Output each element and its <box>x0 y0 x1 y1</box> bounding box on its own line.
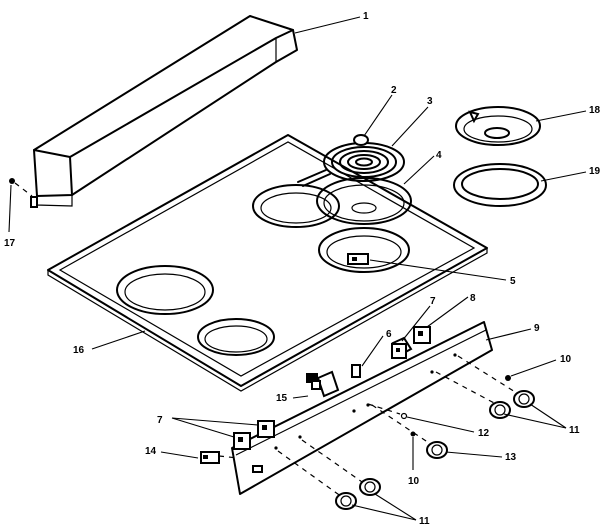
trim-ring <box>453 163 587 207</box>
infinite-switch-upper <box>391 305 431 359</box>
callout-10-lower: 10 <box>408 476 420 487</box>
callout-13: 13 <box>445 451 517 463</box>
svg-text:11: 11 <box>419 516 430 527</box>
callout-19: 19 <box>589 166 601 177</box>
callout-15: 15 <box>276 393 288 404</box>
drip-pan-small <box>455 106 587 146</box>
backguard <box>30 15 298 208</box>
callout-8: 8 <box>470 293 476 304</box>
callout-6: 6 <box>386 329 392 340</box>
surface-element-coil <box>297 134 405 187</box>
svg-text:9: 9 <box>534 323 540 334</box>
svg-text:3: 3 <box>427 96 433 107</box>
screw <box>8 178 33 233</box>
callout-9: 9 <box>485 323 540 341</box>
svg-text:2: 2 <box>391 85 397 96</box>
callout-16: 16 <box>73 330 146 356</box>
callout-14: 14 <box>145 446 157 457</box>
callout-17: 17 <box>4 238 16 249</box>
callout-4: 4 <box>403 150 442 185</box>
callout-7-upper: 7 <box>430 296 436 307</box>
svg-text:1: 1 <box>363 11 369 22</box>
callout-12: 12 <box>478 428 490 439</box>
callout-1: 1 <box>294 11 369 34</box>
callout-3: 3 <box>391 96 433 147</box>
callout-2: 2 <box>363 85 397 137</box>
small-screw <box>367 403 475 433</box>
svg-text:13: 13 <box>505 452 517 463</box>
receptacle <box>347 253 507 281</box>
callout-18: 18 <box>589 105 601 116</box>
main-top <box>47 134 488 392</box>
indicator-light <box>351 335 384 378</box>
switch-left <box>292 370 340 399</box>
infinite-switch-lower <box>171 417 275 450</box>
callout-7-lower: 7 <box>157 415 163 426</box>
clip <box>160 451 239 464</box>
callout-5: 5 <box>510 276 516 287</box>
control-panel <box>231 321 493 495</box>
drip-pan <box>316 177 412 225</box>
callout-11-lower: 11 <box>351 493 430 527</box>
callout-11-upper: 11 <box>503 403 580 436</box>
svg-text:16: 16 <box>73 345 85 356</box>
switch <box>413 296 469 344</box>
svg-text:11: 11 <box>569 425 580 436</box>
knobs <box>277 355 535 510</box>
screws <box>410 359 557 470</box>
svg-text:4: 4 <box>436 150 442 161</box>
callout-10-upper: 10 <box>560 354 572 365</box>
